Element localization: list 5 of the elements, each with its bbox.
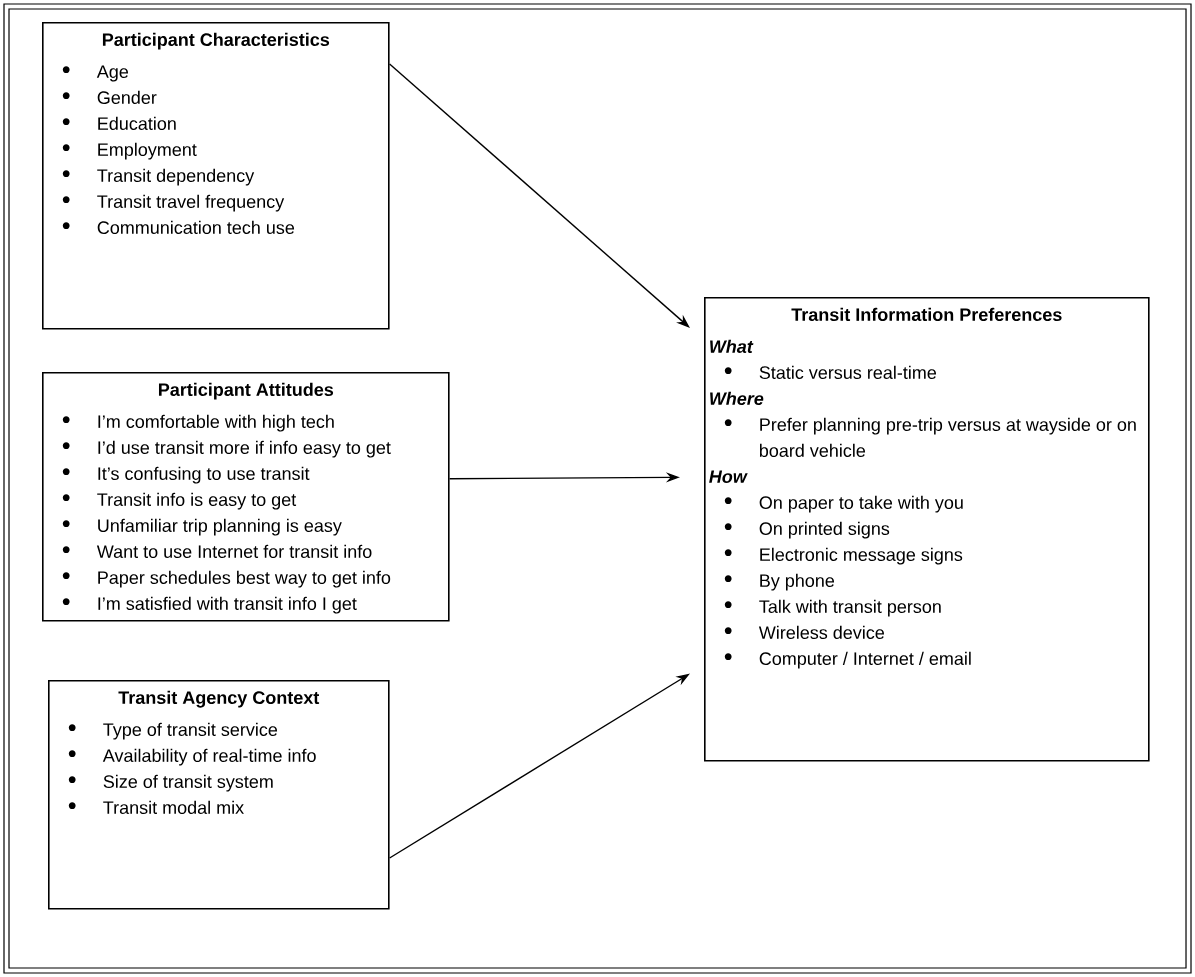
- arrow: [388, 63, 690, 328]
- text-box: Participant Characteristics Age Gender Education Employment Transit dependency Transit travel frequency Communication tech use: [42, 22, 390, 330]
- text-box: Participant Attitudes I’m comfortable with high tech I’d use transit more if info easy to get It’s confusing to use transit Transit info is easy to get Unfamiliar trip planning is easy Want to use Internet for transit info Paper schedules best way to get info I’m satisfied with transit info I get: [42, 372, 450, 622]
- text-box: Transit Agency Context Type of transit service Availability of real-time info Size of transit system Transit modal mix: [48, 680, 390, 910]
- text-box: Transit Information Preferences What Static versus real-time Where Prefer planning pre-trip versus at wayside or on board vehicle How On paper to take with you On printed signs Electronic message signs By phone Talk with transit person Wireless device Computer / Internet / email: [704, 297, 1150, 762]
